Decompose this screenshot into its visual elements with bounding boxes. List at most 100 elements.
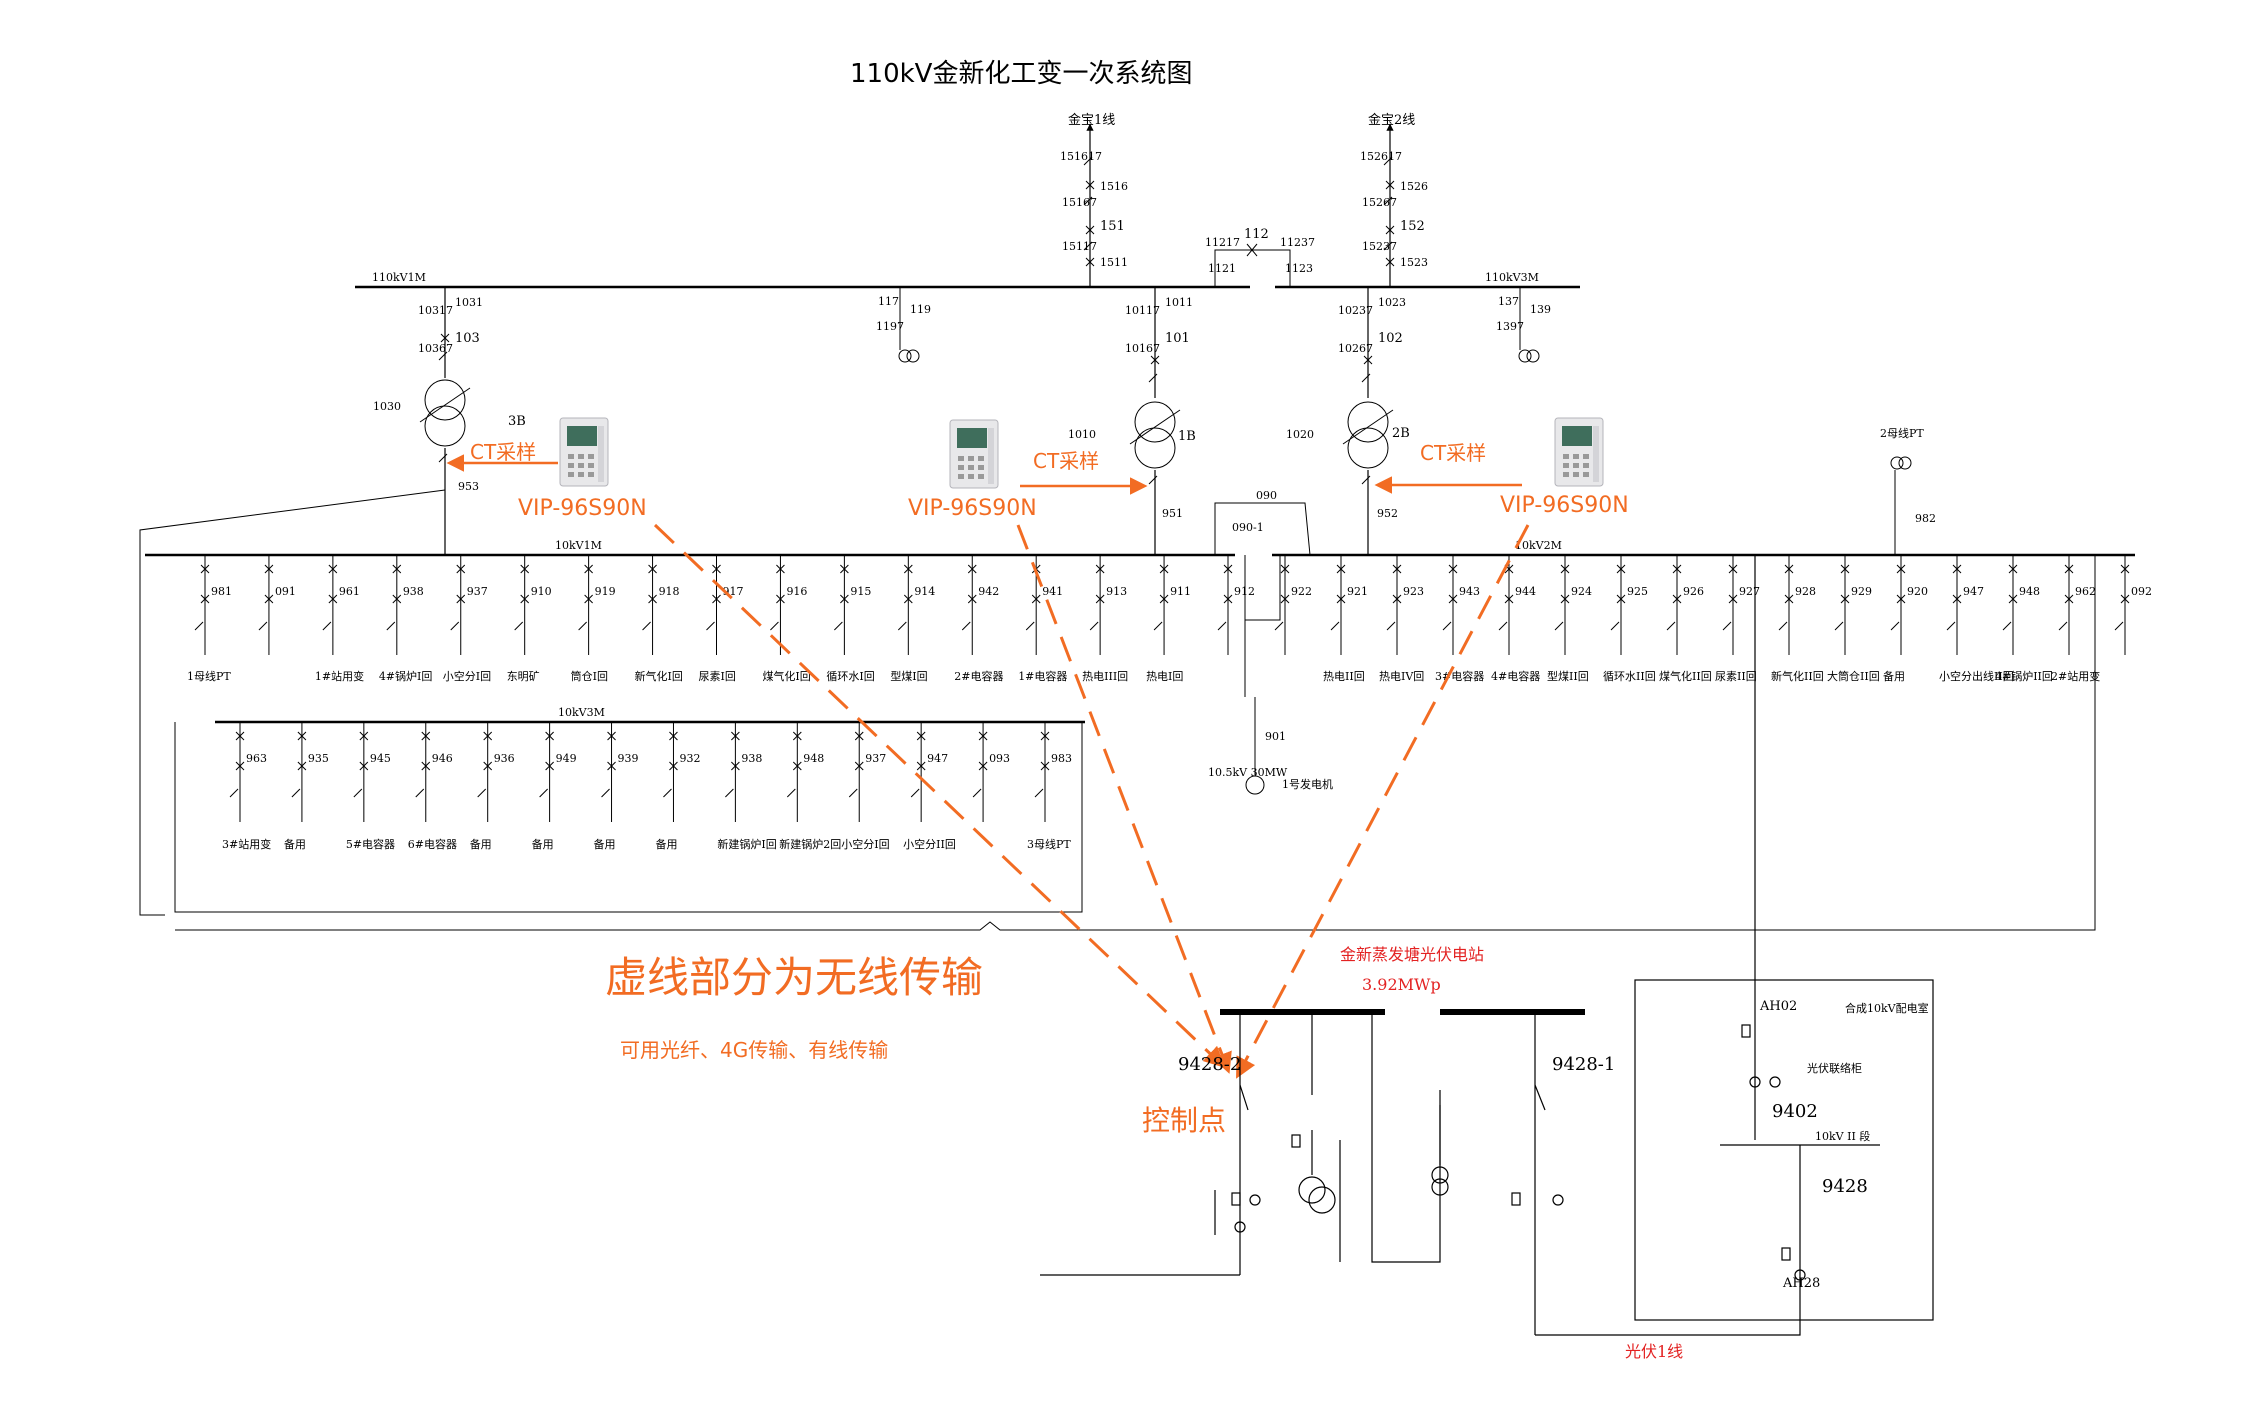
bus-label-10kv-3m: 10kV3M — [558, 706, 605, 719]
line-label-jinbao-1: 金宝1线 — [1068, 112, 1115, 128]
code-1121: 1121 — [1208, 262, 1236, 275]
feeder-2m-name-14: 2#站用变 — [2051, 669, 2100, 683]
code-15267: 15267 — [1362, 196, 1397, 209]
dist-room-9428: 9428 — [1822, 1176, 1868, 1197]
feeder-3m-name-11: 小空分II回 — [903, 837, 956, 851]
code-1397: 1397 — [1496, 320, 1524, 333]
code-10167: 10167 — [1125, 342, 1160, 355]
feeder-3m-name-4: 备用 — [470, 837, 492, 851]
transformer-2b: 2B — [1392, 426, 1410, 441]
code-1516: 1516 — [1100, 180, 1128, 193]
code-10117: 10117 — [1125, 304, 1160, 317]
pv-line-label: 光伏1线 — [1625, 1342, 1683, 1361]
distribution-room-box — [1634, 979, 1934, 1321]
device-model-right: VIP-96S90N — [1500, 493, 1629, 518]
feeder-1m-code-11: 914 — [914, 585, 935, 598]
feeder-3m-name-6: 备用 — [594, 837, 616, 851]
code-11217: 11217 — [1205, 236, 1240, 249]
generator-name: 1号发电机 — [1282, 777, 1333, 791]
feeder-1m-name-15: 热电I回 — [1146, 670, 1183, 683]
feeder-1m-code-6: 919 — [595, 585, 616, 598]
diagram-title: 110kV金新化工变一次系统图 — [850, 59, 1192, 89]
generator-rating: 10.5kV 30MW — [1208, 766, 1288, 779]
code-1011: 1011 — [1165, 296, 1193, 309]
feeder-2m-name-12: 小空分出线II回 — [1939, 669, 2014, 683]
feeder-2m-code-1: 921 — [1347, 585, 1368, 598]
code-953: 953 — [458, 480, 479, 493]
feeder-2m-code-14: 962 — [2075, 585, 2096, 598]
feeder-3m-name-9: 新建锅炉2回 — [779, 837, 841, 851]
code-1197: 1197 — [876, 320, 904, 333]
feeder-1m-code-15: 911 — [1170, 585, 1191, 598]
feeder-2m-code-15: 092 — [2131, 585, 2152, 598]
feeder-3m-code-12: 093 — [989, 752, 1010, 765]
feeder-1m-name-9: 煤气化I回 — [762, 669, 810, 683]
feeder-1m-code-3: 938 — [403, 585, 424, 598]
feeder-2m-code-9: 928 — [1795, 585, 1816, 598]
feeder-3m-name-2: 5#电容器 — [346, 837, 395, 851]
dist-room-sec2: 10kV II 段 — [1815, 1129, 1870, 1143]
pv-station-capacity: 3.92MWp — [1362, 975, 1441, 994]
code-152: 152 — [1400, 219, 1425, 234]
feeder-2m-name-7: 煤气化II回 — [1659, 669, 1712, 683]
code-102: 102 — [1378, 331, 1403, 346]
feeder-2m-code-2: 923 — [1403, 585, 1424, 598]
code-137: 137 — [1498, 295, 1519, 308]
code-112: 112 — [1244, 227, 1269, 242]
control-point-label: 控制点 — [1142, 1104, 1226, 1137]
code-151: 151 — [1100, 219, 1125, 234]
code-152617: 152617 — [1360, 150, 1402, 163]
code-1010: 1010 — [1068, 428, 1096, 441]
note-methods: 可用光纤、4G传输、有线传输 — [620, 1038, 888, 1062]
feeder-1m-name-14: 热电III回 — [1082, 670, 1128, 683]
feeder-3m-code-9: 948 — [803, 752, 824, 765]
feeder-3m-name-8: 新建锅炉I回 — [717, 837, 776, 851]
feeder-3m-code-6: 939 — [618, 752, 639, 765]
feeder-1m-name-7: 新气化I回 — [635, 669, 683, 683]
vip-relay-device-1 — [949, 419, 999, 489]
feeder-1m-name-6: 筒仓I回 — [571, 669, 608, 683]
code-117: 117 — [878, 295, 899, 308]
feeder-2m-code-10: 929 — [1851, 585, 1872, 598]
feeder-2m-name-1: 热电II回 — [1323, 670, 1365, 683]
feeder-3m-code-5: 949 — [556, 752, 577, 765]
generator-code: 901 — [1265, 730, 1286, 743]
bus-label-110kv-3m: 110kV3M — [1485, 271, 1539, 284]
code-1020: 1020 — [1286, 428, 1314, 441]
feeder-1m-name-3: 4#锅炉I回 — [379, 670, 433, 683]
feeder-1m-code-5: 910 — [531, 585, 552, 598]
bus-label-110kv-1m: 110kV1M — [372, 271, 426, 284]
code-10267: 10267 — [1338, 342, 1373, 355]
code-101: 101 — [1165, 331, 1190, 346]
dist-room-cabinet: 光伏联络柜 — [1807, 1061, 1862, 1075]
feeder-1m-code-4: 937 — [467, 585, 488, 598]
feeder-1m-code-9: 916 — [786, 585, 807, 598]
ct-label-mid: CT采样 — [1033, 449, 1099, 473]
code-951: 951 — [1162, 507, 1183, 520]
code-15117: 15117 — [1062, 240, 1097, 253]
feeder-2m-name-3: 3#电容器 — [1435, 669, 1484, 683]
feeder-1m-name-5: 东明矿 — [507, 670, 540, 683]
feeder-3m-code-4: 936 — [494, 752, 515, 765]
code-139: 139 — [1530, 303, 1551, 316]
device-model-mid: VIP-96S90N — [908, 496, 1037, 521]
feeder-3m-name-0: 3#站用变 — [222, 837, 271, 851]
feeder-3m-name-5: 备用 — [532, 837, 554, 851]
feeder-1m-code-13: 941 — [1042, 585, 1063, 598]
vip-relay-device-2 — [1554, 417, 1604, 487]
line-label-jinbao-2: 金宝2线 — [1368, 112, 1415, 128]
code-10317: 10317 — [418, 304, 453, 317]
transformer-3b: 3B — [508, 414, 526, 429]
code-10367: 10367 — [418, 342, 453, 355]
feeder-1m-code-16: 912 — [1234, 585, 1255, 598]
feeder-3m-name-7: 备用 — [655, 837, 677, 851]
note-wireless: 虚线部分为无线传输 — [605, 953, 983, 1002]
feeder-1m-name-12: 2#电容器 — [954, 669, 1003, 683]
feeder-3m-name-3: 6#电容器 — [408, 837, 457, 851]
feeder-3m-code-7: 932 — [679, 752, 700, 765]
feeder-1m-name-4: 小空分I回 — [443, 669, 491, 683]
code-151617: 151617 — [1060, 150, 1102, 163]
bus-label-10kv-2m: 10kV2M — [1515, 539, 1562, 552]
dist-room-name: 合成10kV配电室 — [1845, 1001, 1929, 1015]
bus-label-10kv-1m: 10kV1M — [555, 539, 602, 552]
